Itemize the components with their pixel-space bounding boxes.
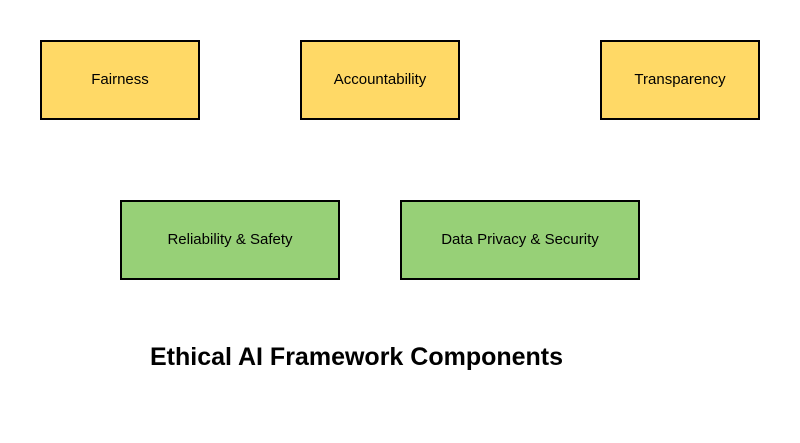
node-reliability-safety: Reliability & Safety (120, 200, 340, 280)
diagram-title: Ethical AI Framework Components (150, 343, 564, 371)
node-fairness: Fairness (40, 40, 200, 120)
node-accountability: Accountability (300, 40, 460, 120)
node-data-privacy-security: Data Privacy & Security (400, 200, 640, 280)
node-transparency: Transparency (600, 40, 760, 120)
